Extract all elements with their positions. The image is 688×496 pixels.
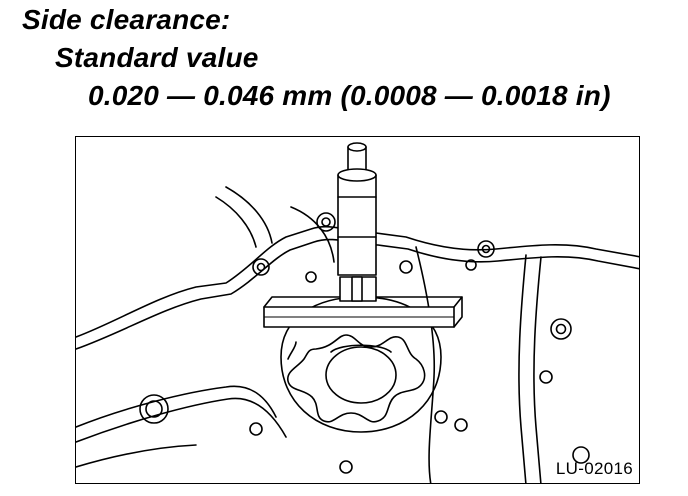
standard-value-label: Standard value	[55, 42, 259, 73]
housing-bolt-holes-icon	[139, 212, 590, 474]
illustration-frame: LU-02016	[75, 136, 640, 484]
dial-gauge-icon	[337, 142, 377, 302]
side-clearance-title: Side clearance:	[22, 4, 231, 35]
figure-code: LU-02016	[555, 459, 633, 478]
oil-pump-illustration	[76, 142, 639, 483]
clearance-value: 0.020 — 0.046 mm (0.0008 — 0.0018 in)	[88, 80, 611, 111]
oil-pump-rotor-icon	[280, 296, 442, 433]
